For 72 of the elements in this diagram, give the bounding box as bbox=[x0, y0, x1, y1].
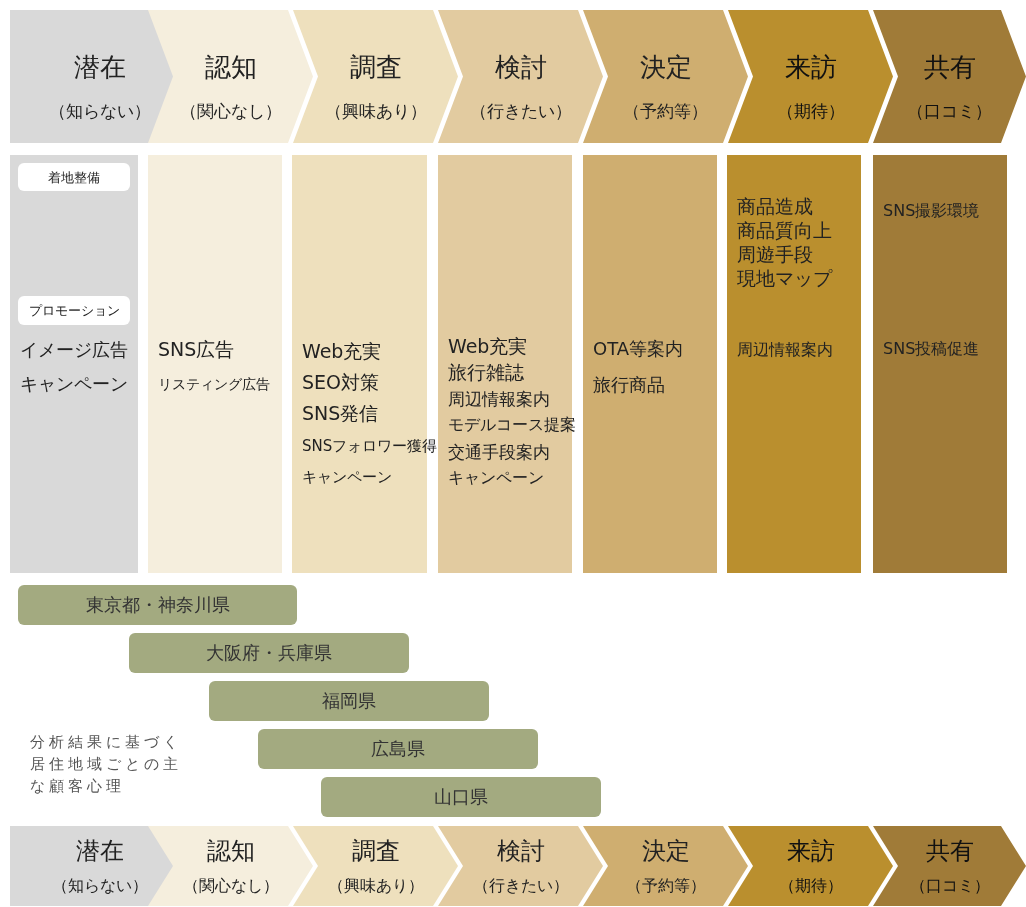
measure-text: 現地マップ bbox=[737, 268, 832, 288]
stage-subtitle: （期待） bbox=[775, 102, 846, 120]
measure-text: SNS投稿促進 bbox=[883, 341, 980, 357]
note-text: 分析結果に基づく居住地域ごとの主な顧客心理 bbox=[30, 732, 183, 797]
stage-title: 調査 bbox=[348, 54, 403, 80]
stage-title: 共有 bbox=[924, 839, 975, 863]
stage-column bbox=[873, 155, 1007, 573]
measure-text: SEO対策 bbox=[302, 372, 380, 392]
tag-label: 着地整備 bbox=[47, 170, 101, 184]
stage-title: 認知 bbox=[205, 839, 256, 863]
measure-text: リスティング広告 bbox=[158, 377, 270, 391]
stage-title: 潜在 bbox=[74, 839, 125, 863]
region-bar bbox=[258, 729, 538, 769]
measure-text: キャンペーン bbox=[302, 469, 392, 485]
measure-text: 周遊手段 bbox=[737, 244, 813, 264]
region-bar bbox=[18, 585, 297, 625]
stage-subtitle: （関心なし） bbox=[178, 102, 283, 120]
measure-text: 交通手段案内 bbox=[448, 443, 550, 461]
region-name: 東京都・神奈川県 bbox=[84, 596, 231, 614]
stage-title: 潜在 bbox=[72, 54, 127, 80]
measure-text: キャンペーン bbox=[20, 375, 128, 393]
measure-text: SNSフォロワー獲得 bbox=[302, 438, 438, 454]
stage-title: 決定 bbox=[638, 54, 693, 80]
stage-subtitle: （興味あり） bbox=[323, 102, 428, 120]
measure-text: SNS広告 bbox=[158, 339, 235, 359]
measure-text: 旅行雑誌 bbox=[448, 362, 524, 382]
measure-text: キャンペーン bbox=[448, 470, 544, 486]
stage-subtitle: （行きたい） bbox=[471, 878, 570, 894]
stage-column bbox=[727, 155, 861, 573]
stage-title: 認知 bbox=[203, 54, 258, 80]
stage-subtitle: （口コミ） bbox=[906, 102, 993, 120]
measure-text: 商品造成 bbox=[737, 196, 813, 216]
stage-subtitle: （期待） bbox=[777, 878, 844, 894]
category-tag bbox=[18, 163, 130, 191]
measure-text: 周辺情報案内 bbox=[737, 342, 833, 358]
region-name: 広島県 bbox=[370, 740, 426, 758]
measure-text: 商品質向上 bbox=[737, 220, 832, 240]
stage-title: 検討 bbox=[493, 54, 548, 80]
measure-text: イメージ広告 bbox=[20, 341, 128, 359]
stage-subtitle: （関心なし） bbox=[181, 878, 280, 894]
stage-column bbox=[148, 155, 282, 573]
measure-text: Web充実 bbox=[302, 341, 382, 361]
stage-subtitle: （口コミ） bbox=[908, 878, 991, 894]
measure-text: モデルコース提案 bbox=[448, 417, 576, 433]
region-name: 山口県 bbox=[433, 788, 489, 806]
category-tag bbox=[18, 296, 130, 325]
stage-title: 来訪 bbox=[783, 54, 838, 80]
region-bar bbox=[321, 777, 601, 817]
region-bar bbox=[209, 681, 489, 721]
measure-text: OTA等案内 bbox=[593, 340, 684, 358]
stage-subtitle: （予約等） bbox=[624, 878, 707, 894]
measure-text: SNS撮影環境 bbox=[883, 203, 980, 219]
stage-title: 検討 bbox=[495, 839, 546, 863]
stage-title: 調査 bbox=[350, 839, 401, 863]
stage-title: 来訪 bbox=[785, 839, 836, 863]
stage-subtitle: （知らない） bbox=[47, 102, 152, 120]
tag-label: プロモーション bbox=[27, 304, 121, 317]
region-name: 福岡県 bbox=[321, 692, 377, 710]
stage-subtitle: （行きたい） bbox=[468, 102, 573, 120]
stage-title: 共有 bbox=[922, 54, 977, 80]
stage-subtitle: （知らない） bbox=[50, 878, 149, 894]
stage-column bbox=[583, 155, 717, 573]
measure-text: Web充実 bbox=[448, 336, 528, 356]
measure-text: 旅行商品 bbox=[593, 376, 665, 394]
stage-subtitle: （予約等） bbox=[622, 102, 709, 120]
measure-text: SNS発信 bbox=[302, 403, 379, 423]
region-bar bbox=[129, 633, 409, 673]
stage-subtitle: （興味あり） bbox=[326, 878, 425, 894]
stage-title: 決定 bbox=[640, 839, 691, 863]
stage-column bbox=[10, 155, 138, 573]
measure-text: 周辺情報案内 bbox=[448, 390, 550, 408]
region-name: 大阪府・兵庫県 bbox=[205, 644, 333, 662]
